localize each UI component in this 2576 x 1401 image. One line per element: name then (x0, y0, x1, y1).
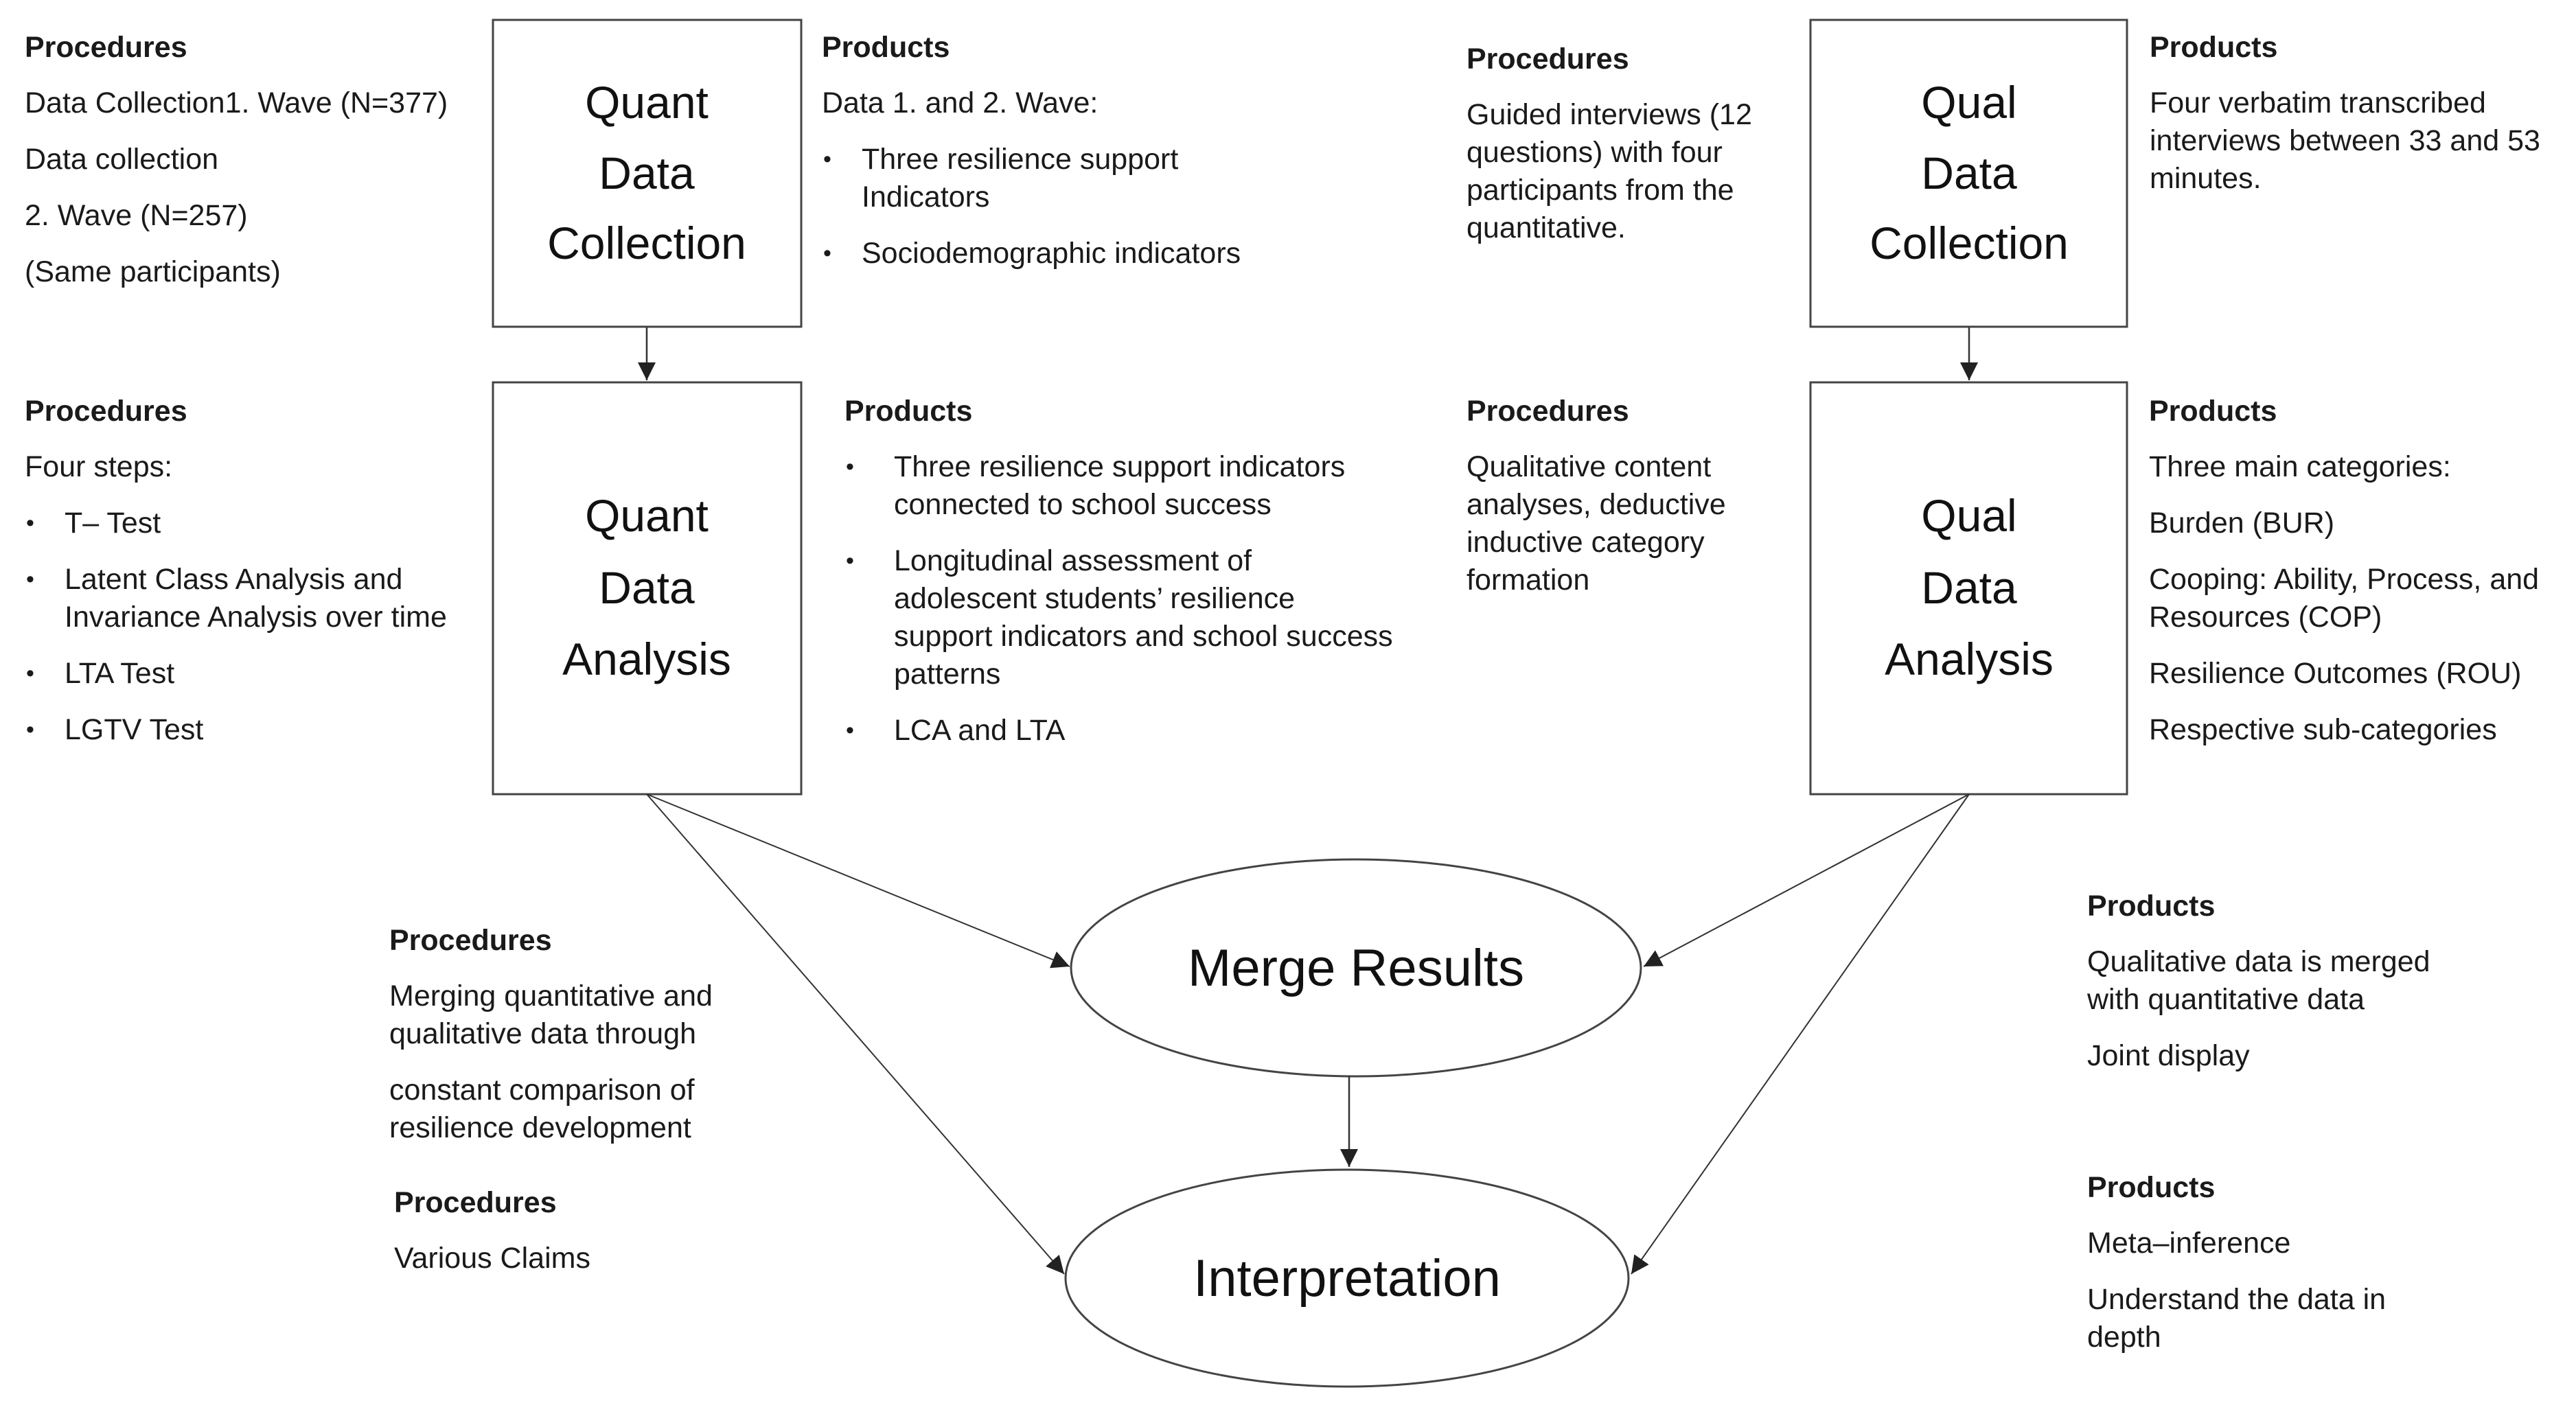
qual-collection-label-3: Collection (1870, 218, 2069, 268)
list-item: LCA and LTA (844, 712, 1394, 750)
quant-collection-label-1: Quant (585, 77, 709, 128)
procedure-line: 2. Wave (N=257) (25, 199, 248, 232)
products-line: Burden (BUR) (2149, 507, 2335, 540)
list-item: T– Test (25, 505, 485, 542)
arrow-qual-to-interpretation (1631, 794, 1970, 1275)
procedure-line: Data Collection1. Wave (N=377) (25, 86, 448, 119)
quant-analysis-products: Products Three resilience support indica… (844, 393, 1394, 768)
qual-collection-label-1: Qual (1921, 77, 2016, 128)
procedures-text: constant comparison of resilience develo… (389, 1074, 695, 1144)
qual-collection-products-heading: Products (2150, 31, 2278, 64)
procedure-line: Data collection (25, 143, 219, 176)
interpretation-ellipse (1064, 1168, 1630, 1388)
interpretation-products: Products Meta–inference Understand the d… (2087, 1169, 2458, 1375)
qual-analysis-label-1: Qual (1921, 490, 2016, 541)
quant-analysis-procedures-heading: Procedures (25, 395, 187, 428)
merge-products-heading: Products (2087, 890, 2216, 923)
products-intro: Data 1. and 2. Wave: (822, 86, 1099, 119)
quant-analysis-label-2: Data (599, 562, 695, 613)
qual-analysis-label-3: Analysis (1885, 634, 2054, 684)
products-line: Respective sub-categories (2149, 713, 2497, 746)
procedures-intro: Four steps: (25, 450, 173, 483)
list-item: Three resilience support Indicators (822, 141, 1302, 216)
products-line: Qualitative data is merged with quantita… (2087, 945, 2430, 1016)
arrow-quant-to-interpretation (646, 794, 1065, 1275)
merge-procedures: Procedures Merging quantitative and qual… (389, 922, 753, 1147)
merge-procedures-heading: Procedures (389, 924, 552, 957)
qual-analysis-box (1809, 381, 2128, 796)
quant-collection-products: Products Data 1. and 2. Wave: Three resi… (822, 29, 1302, 291)
products-list: Three resilience support Indicators Soci… (822, 141, 1302, 273)
quant-collection-procedures-heading: Procedures (25, 31, 187, 64)
products-line: Three main categories: (2149, 450, 2451, 483)
list-item: LGTV Test (25, 711, 485, 749)
products-list: Three resilience support indicators conn… (844, 448, 1394, 750)
list-item: Latent Class Analysis and Invariance Ana… (25, 561, 485, 636)
qual-analysis-procedures: Procedures Qualitative content analyses,… (1467, 393, 1789, 599)
list-item: LTA Test (25, 655, 485, 693)
quant-analysis-label-3: Analysis (562, 634, 731, 684)
qual-analysis-products: Products Three main categories: Burden (… (2149, 393, 2568, 767)
products-line: Resilience Outcomes (ROU) (2149, 657, 2522, 690)
qual-analysis-procedures-heading: Procedures (1467, 395, 1629, 428)
list-item: Three resilience support indicators conn… (844, 448, 1394, 524)
arrow-qual-to-merge (1643, 794, 1970, 967)
merge-products: Products Qualitative data is merged with… (2087, 888, 2472, 1093)
list-item: Longitudinal assessment of adolescent st… (844, 542, 1394, 693)
procedures-text: Guided interviews (12 questions) with fo… (1467, 98, 1752, 244)
list-item: Sociodemographic indicators (822, 235, 1302, 273)
interpretation-label: Interpretation (1193, 1249, 1501, 1308)
merge-results-label: Merge Results (1188, 939, 1524, 997)
interpretation-procedures-heading: Procedures (394, 1186, 557, 1219)
qual-collection-procedures: Procedures Guided interviews (12 questio… (1467, 40, 1789, 247)
procedure-line: (Same participants) (25, 255, 281, 288)
qual-collection-box (1809, 19, 2128, 328)
products-line: Joint display (2087, 1039, 2250, 1072)
products-line: Meta–inference (2087, 1227, 2291, 1260)
quant-analysis-box (492, 381, 803, 796)
qual-collection-label-2: Data (1921, 148, 2017, 198)
quant-collection-products-heading: Products (822, 31, 950, 64)
qual-collection-procedures-heading: Procedures (1467, 43, 1629, 76)
interpretation-procedures: Procedures Various Claims (394, 1184, 737, 1277)
interpretation-products-heading: Products (2087, 1171, 2216, 1204)
qual-analysis-label-2: Data (1921, 562, 2017, 613)
procedures-text: Various Claims (394, 1242, 590, 1275)
quant-analysis-procedures: Procedures Four steps: T– Test Latent Cl… (25, 393, 485, 767)
products-text: Four verbatim transcribed interviews bet… (2150, 86, 2540, 195)
quant-analysis-products-heading: Products (844, 395, 973, 428)
procedures-text: Merging quantitative and qualitative dat… (389, 980, 713, 1050)
quant-collection-procedures: Procedures Data Collection1. Wave (N=377… (25, 29, 485, 310)
products-line: Understand the data in depth (2087, 1283, 2387, 1354)
merge-results-ellipse (1070, 858, 1642, 1078)
quant-collection-box (492, 19, 803, 328)
procedures-list: T– Test Latent Class Analysis and Invari… (25, 505, 485, 749)
qual-collection-products: Products Four verbatim transcribed inter… (2150, 29, 2562, 198)
qual-analysis-products-heading: Products (2149, 395, 2277, 428)
quant-collection-label-2: Data (599, 148, 695, 198)
products-line: Cooping: Ability, Process, and Resources… (2149, 563, 2540, 634)
quant-collection-label-3: Collection (547, 218, 746, 268)
quant-analysis-label-1: Quant (585, 490, 709, 541)
procedures-text: Qualitative content analyses, deductive … (1467, 450, 1726, 597)
arrow-quant-to-merge (646, 794, 1070, 969)
